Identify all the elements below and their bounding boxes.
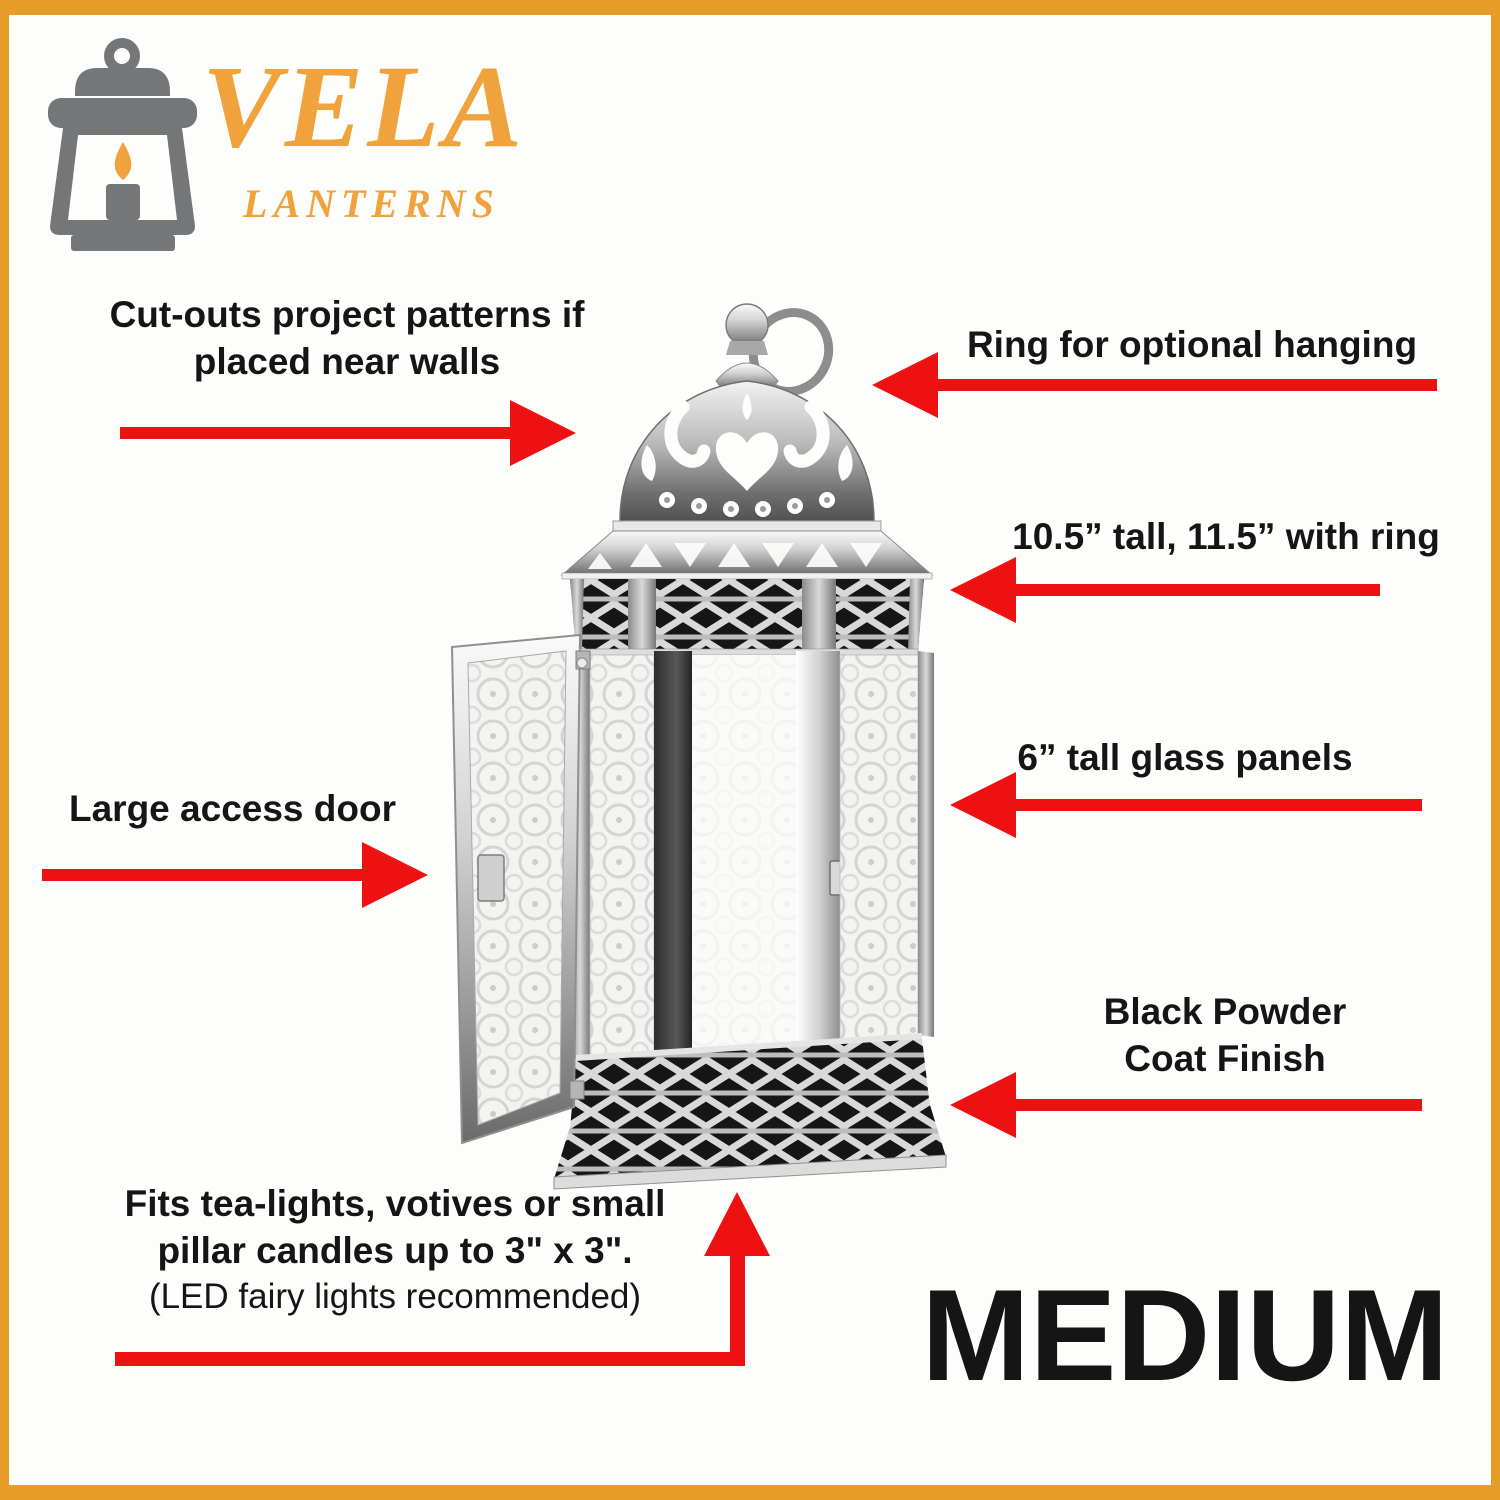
callout-glass-panels-line1: 6” tall glass panels — [1017, 737, 1353, 778]
callout-candle-fit: Fits tea-lights, votives or small pillar… — [75, 1181, 715, 1319]
arrow-shaft — [120, 427, 512, 439]
callout-hanging-ring: Ring for optional hanging — [942, 322, 1442, 369]
arrow-head — [950, 557, 1016, 623]
arrow-shaft — [1014, 1099, 1422, 1111]
lantern-logo-icon — [48, 38, 197, 251]
callout-height-line1: 10.5” tall, 11.5” with ring — [1012, 516, 1440, 557]
callout-cutouts: Cut-outs project patterns if placed near… — [67, 292, 627, 386]
arrow-head — [950, 772, 1016, 838]
lantern-photo — [450, 303, 947, 1190]
callout-candle-fit-line2: pillar candles up to 3" x 3". — [157, 1229, 633, 1271]
arrow-shaft — [1014, 584, 1380, 596]
callout-hanging-ring-line1: Ring for optional hanging — [966, 324, 1418, 365]
size-label: MEDIUM — [921, 1262, 1449, 1408]
arrow-head — [510, 400, 576, 466]
arrow-head — [950, 1072, 1016, 1138]
arrow-shaft — [936, 379, 1437, 391]
callout-glass-panels: 6” tall glass panels — [935, 735, 1435, 782]
arrow-head — [362, 842, 428, 908]
arrow-shaft-horizontal — [115, 1352, 745, 1366]
callout-finish-line1: Black Powder — [1103, 991, 1347, 1032]
arrow-shaft — [42, 869, 364, 881]
arrow-head — [872, 352, 938, 418]
brand-name: VELA — [202, 41, 527, 172]
callout-candle-fit-line3: (LED fairy lights recommended) — [148, 1276, 642, 1316]
brand-tagline: LANTERNS — [243, 181, 500, 226]
arrow-shaft-vertical — [730, 1254, 745, 1358]
callout-finish-line2: Coat Finish — [1124, 1037, 1326, 1079]
callout-access-door-line1: Large access door — [69, 788, 396, 829]
arrow-head — [704, 1192, 770, 1256]
callout-access-door: Large access door — [0, 786, 465, 833]
callout-height: 10.5” tall, 11.5” with ring — [976, 514, 1476, 561]
callout-cutouts-line2: placed near walls — [193, 340, 501, 382]
callout-cutouts-line1: Cut-outs project patterns if — [109, 294, 585, 335]
callout-finish: Black Powder Coat Finish — [975, 989, 1475, 1083]
arrow-shaft — [1014, 799, 1422, 811]
callout-candle-fit-line1: Fits tea-lights, votives or small — [124, 1183, 666, 1224]
